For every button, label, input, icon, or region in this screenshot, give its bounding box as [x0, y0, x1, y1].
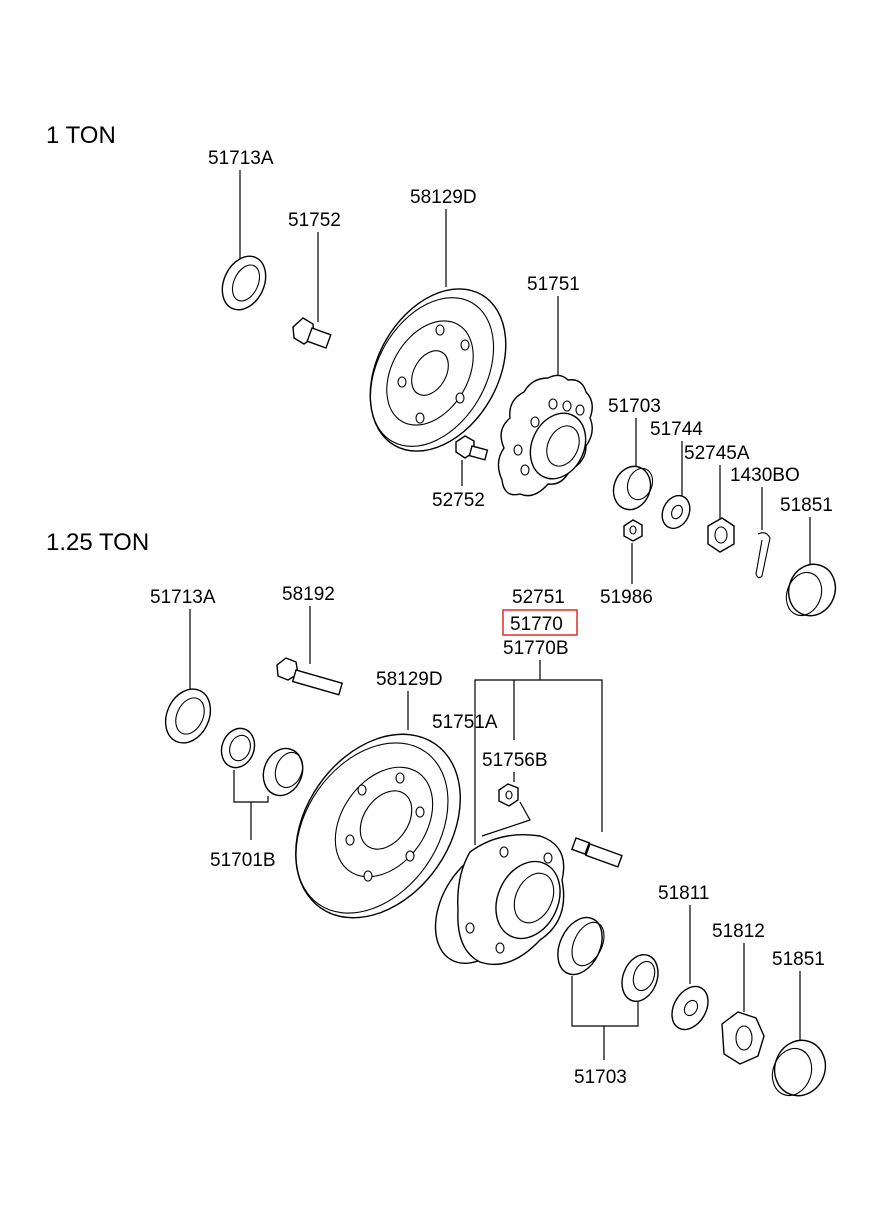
taper-bearing-outer-125t: [621, 954, 659, 1002]
washer-part-1t: [661, 494, 691, 530]
label-1t-51986[interactable]: 51986: [600, 587, 653, 608]
label-1t-51751[interactable]: 51751: [527, 274, 580, 295]
label-1t-52745a[interactable]: 52745A: [684, 443, 750, 464]
label-125t-51811[interactable]: 51811: [658, 883, 709, 904]
castle-nut-part-1t: [707, 517, 735, 553]
label-1t-51744[interactable]: 51744: [650, 419, 703, 440]
bearing-race-part-125t: [262, 747, 304, 797]
section-title-1-25-ton: 1.25 TON: [46, 529, 149, 556]
label-125t-51812[interactable]: 51812: [712, 921, 765, 942]
label-125t-51701b[interactable]: 51701B: [210, 850, 276, 871]
label-125t-58192[interactable]: 58192: [282, 584, 335, 605]
bearing-race-outer-125t: [557, 916, 605, 976]
label-1t-51713a[interactable]: 51713A: [208, 148, 274, 169]
highlight-box-51770: [502, 609, 578, 636]
bolt-part-1t: [292, 317, 332, 349]
long-bolt-part-125t: [276, 657, 344, 696]
label-125t-51713a[interactable]: 51713A: [150, 587, 216, 608]
hub-nut-part-125t: [498, 783, 519, 807]
seal-part-1t: [221, 255, 267, 311]
wheel-stud-part-125t: [570, 837, 623, 868]
lug-nut-part-1t: [623, 519, 643, 542]
label-1t-1430bo[interactable]: 1430BO: [730, 465, 800, 486]
label-125t-51851[interactable]: 51851: [772, 949, 825, 970]
label-1t-51752[interactable]: 51752: [288, 210, 341, 231]
bearing-part-1t: [612, 465, 654, 511]
hub-part-125t: [434, 834, 565, 966]
label-1t-58129d[interactable]: 58129D: [410, 187, 477, 208]
label-1t-51851[interactable]: 51851: [780, 495, 833, 516]
cotter-pin-part-1t: [755, 532, 771, 579]
brake-disc-part-125t: [295, 733, 461, 919]
label-125t-51756b[interactable]: 51756B: [482, 750, 548, 771]
screw-part-1t: [455, 435, 489, 461]
label-1t-52752[interactable]: 52752: [432, 490, 485, 511]
label-125t-51703[interactable]: 51703: [574, 1067, 627, 1088]
label-1t-51703[interactable]: 51703: [608, 396, 661, 417]
seal-part-125t: [164, 688, 212, 744]
label-125t-51770b[interactable]: 51770B: [503, 638, 569, 659]
taper-bearing-part-125t: [220, 727, 256, 769]
label-125t-51770[interactable]: 51770: [510, 614, 563, 635]
washer-part-125t: [671, 985, 709, 1031]
section-title-1-ton: 1 TON: [46, 122, 116, 149]
hub-part-1t: [497, 374, 593, 497]
brake-disc-part-1t: [369, 288, 507, 452]
castle-nut-part-125t: [721, 1011, 765, 1065]
label-125t-51751a[interactable]: 51751A: [432, 712, 498, 733]
hub-cap-part-1t: [785, 563, 837, 617]
label-125t-58129d[interactable]: 58129D: [376, 669, 443, 690]
label-125t-52751[interactable]: 52751: [512, 587, 565, 608]
hub-cap-part-125t: [771, 1039, 827, 1097]
